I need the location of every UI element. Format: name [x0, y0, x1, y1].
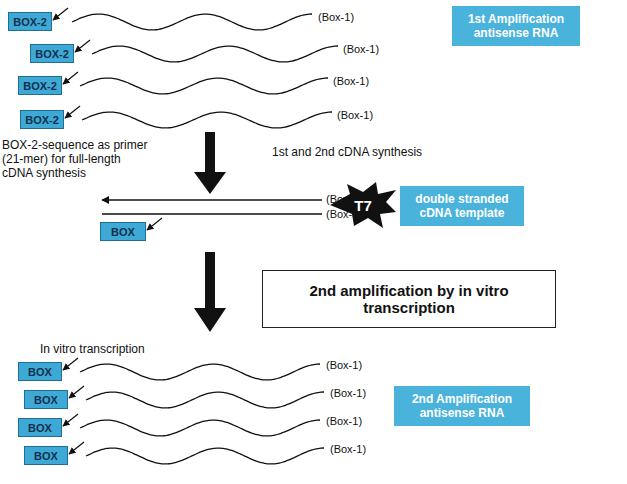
process-arrow	[194, 252, 226, 332]
stage-label-box: 2nd Amplification antisense RNA	[394, 386, 530, 426]
node-text: double stranded cDNA template	[406, 192, 518, 220]
node-text: T7	[354, 197, 372, 214]
cdna-strand	[102, 213, 322, 214]
annotation-text: In vitro transcription	[40, 342, 200, 356]
annotation-text: BOX-2-sequence as primer (21-mer) for fu…	[2, 138, 152, 180]
stage-label-box: 1st Amplification antisense RNA	[452, 6, 580, 46]
rna-strand	[86, 392, 324, 408]
rna-strand	[86, 448, 324, 464]
rna-strand	[80, 420, 320, 436]
primer-arrow	[69, 442, 84, 454]
primer-box: BOX	[18, 418, 62, 437]
node-text: BOX	[34, 394, 58, 406]
end-label: (Box-1)	[343, 42, 403, 56]
primer-arrow	[63, 358, 78, 370]
node-text: BOX	[28, 366, 52, 378]
end-label: (Box-1)	[318, 10, 378, 24]
stage-label-box: double stranded cDNA template	[400, 186, 524, 226]
primer-box: BOX-2	[20, 110, 64, 129]
primer-arrow	[75, 40, 90, 52]
end-label: (Box-1)	[326, 358, 386, 372]
end-label: (Box-1)	[330, 442, 390, 456]
rna-strand	[72, 14, 312, 30]
end-label: (Box-1)	[330, 386, 390, 400]
primer-arrow	[65, 106, 80, 118]
rna-strand	[80, 78, 328, 94]
rna-strand	[82, 112, 332, 128]
node-text: 2nd amplification by in vitro transcript…	[263, 282, 555, 316]
end-label: (Box-1)	[326, 414, 386, 428]
primer-arrow	[63, 72, 78, 84]
primer-arrow	[69, 386, 84, 398]
primer-box: BOX-2	[18, 76, 62, 95]
primer-arrow	[63, 414, 78, 426]
node-text: BOX-2	[35, 48, 69, 60]
node-text: 1st Amplification antisense RNA	[458, 12, 574, 40]
primer-box: BOX	[100, 222, 146, 241]
primer-arrow	[53, 8, 68, 20]
primer-box: BOX	[24, 390, 68, 409]
node-text: BOX-2	[13, 16, 47, 28]
node-text: BOX	[111, 226, 135, 238]
primer-box: BOX	[24, 446, 68, 465]
end-label: (Box-1)	[337, 108, 397, 122]
node-text: BOX	[28, 422, 52, 434]
node-text: BOX-2	[25, 114, 59, 126]
primer-box: BOX-2	[8, 12, 52, 31]
process-box: 2nd amplification by in vitro transcript…	[262, 270, 556, 328]
process-arrow	[194, 132, 226, 194]
primer-box: BOX-2	[30, 44, 74, 63]
annotation-text: 1st and 2nd cDNA synthesis	[272, 145, 462, 159]
node-text: 2nd Amplification antisense RNA	[400, 392, 524, 420]
node-text: BOX-2	[23, 80, 57, 92]
rna-strand	[92, 46, 338, 62]
end-label: (Box-1)	[333, 74, 393, 88]
rna-strand	[80, 364, 320, 380]
primer-arrow	[147, 218, 162, 230]
cdna-strand	[102, 199, 322, 200]
node-text: BOX	[34, 450, 58, 462]
primer-box: BOX	[18, 362, 62, 381]
